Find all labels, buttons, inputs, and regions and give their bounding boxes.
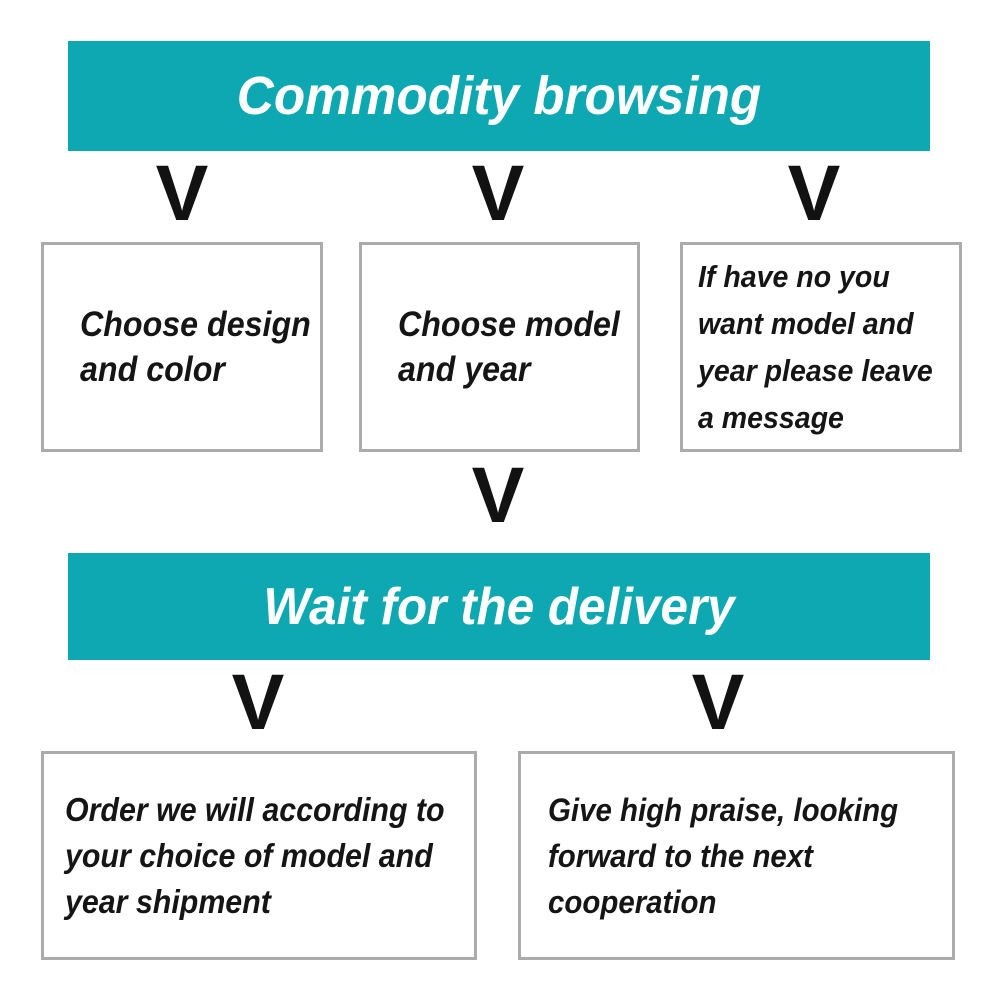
step-box-text: Choose model and year [398, 302, 620, 392]
step-line: your choice of model and [65, 836, 433, 874]
down-arrow-icon: V [231, 657, 285, 746]
step-line: and color [80, 350, 225, 389]
step-line: forward to the next [548, 837, 813, 874]
step-line: want model and [698, 306, 914, 341]
down-arrow-icon: V [471, 148, 525, 237]
down-arrow-icon: V [691, 657, 745, 746]
step-box-leave-message: If have no you want model and year pleas… [680, 242, 962, 452]
step-line: Choose model [398, 305, 620, 344]
step-box-text: Order we will according to your choice o… [65, 787, 445, 925]
step-line: Choose design [80, 305, 311, 344]
step-line: cooperation [548, 883, 717, 920]
step-line: and year [398, 350, 531, 389]
banner-commodity-browsing-label: Commodity browsing [236, 66, 762, 126]
banner-commodity-browsing: Commodity browsing [68, 41, 930, 151]
step-box-order-shipment: Order we will according to your choice o… [41, 751, 477, 960]
banner-wait-for-delivery-label: Wait for the delivery [263, 577, 735, 636]
step-line: If have no you [698, 259, 890, 294]
step-box-text: Give high praise, looking forward to the… [548, 787, 898, 925]
down-arrow-icon: V [471, 450, 525, 539]
step-box-text: If have no you want model and year pleas… [698, 253, 933, 441]
step-line: a message [698, 400, 844, 435]
step-line: Give high praise, looking [548, 791, 899, 828]
down-arrow-icon: V [155, 148, 209, 237]
banner-wait-for-delivery: Wait for the delivery [68, 553, 930, 660]
step-line: Order we will according to [65, 790, 445, 828]
step-line: year shipment [65, 882, 271, 920]
down-arrow-icon: V [787, 148, 841, 237]
step-line: year please leave [698, 353, 933, 388]
step-box-give-praise: Give high praise, looking forward to the… [518, 751, 955, 960]
step-box-choose-model: Choose model and year [359, 242, 640, 452]
step-box-text: Choose design and color [80, 302, 311, 392]
step-box-choose-design: Choose design and color [41, 242, 323, 452]
